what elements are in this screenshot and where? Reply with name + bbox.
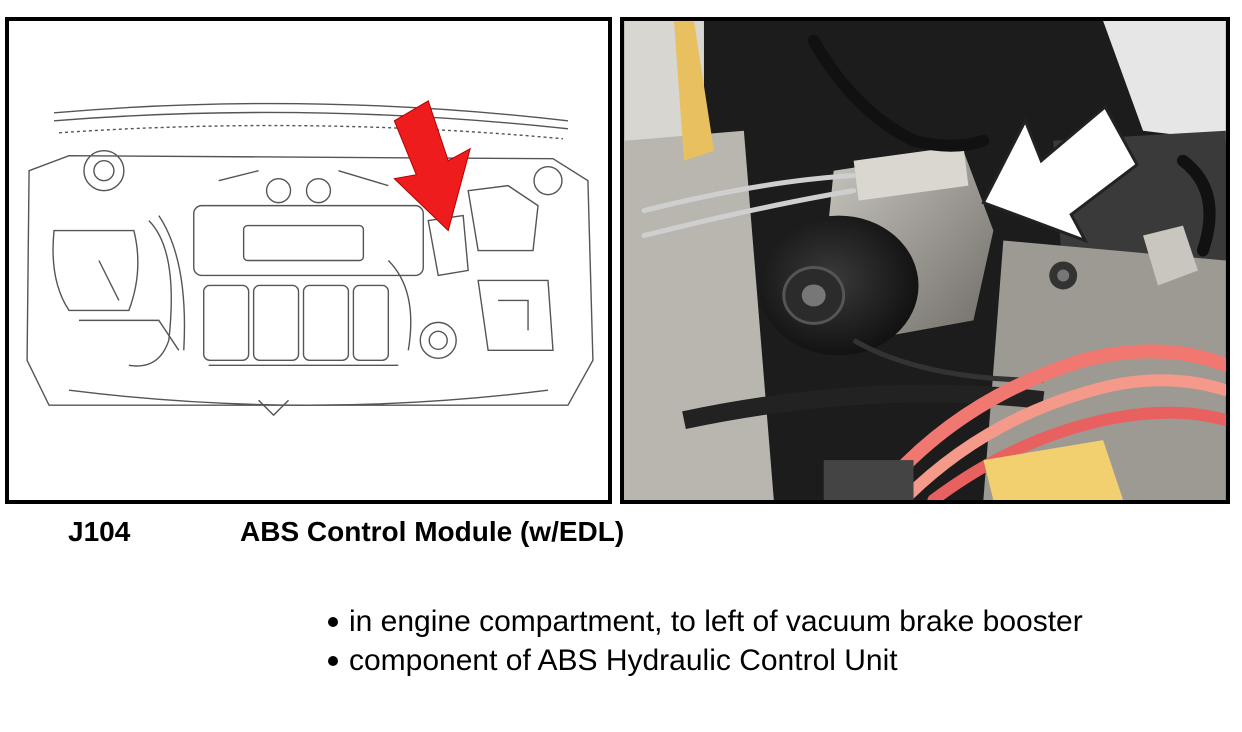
location-note: in engine compartment, to left of vacuum… bbox=[325, 602, 1085, 641]
abs-unit-photo bbox=[624, 21, 1226, 500]
location-arrow-red bbox=[393, 100, 471, 232]
location-notes-list: in engine compartment, to left of vacuum… bbox=[325, 602, 1085, 680]
engine-bay-photo bbox=[620, 17, 1230, 504]
location-arrow-white bbox=[981, 104, 1139, 244]
engine-bay-diagram bbox=[5, 17, 612, 504]
engine-line-drawing bbox=[26, 100, 594, 417]
component-title: ABS Control Module (w/EDL) bbox=[240, 516, 625, 547]
component-code: J104 bbox=[68, 516, 131, 547]
location-note: component of ABS Hydraulic Control Unit bbox=[325, 641, 1085, 680]
